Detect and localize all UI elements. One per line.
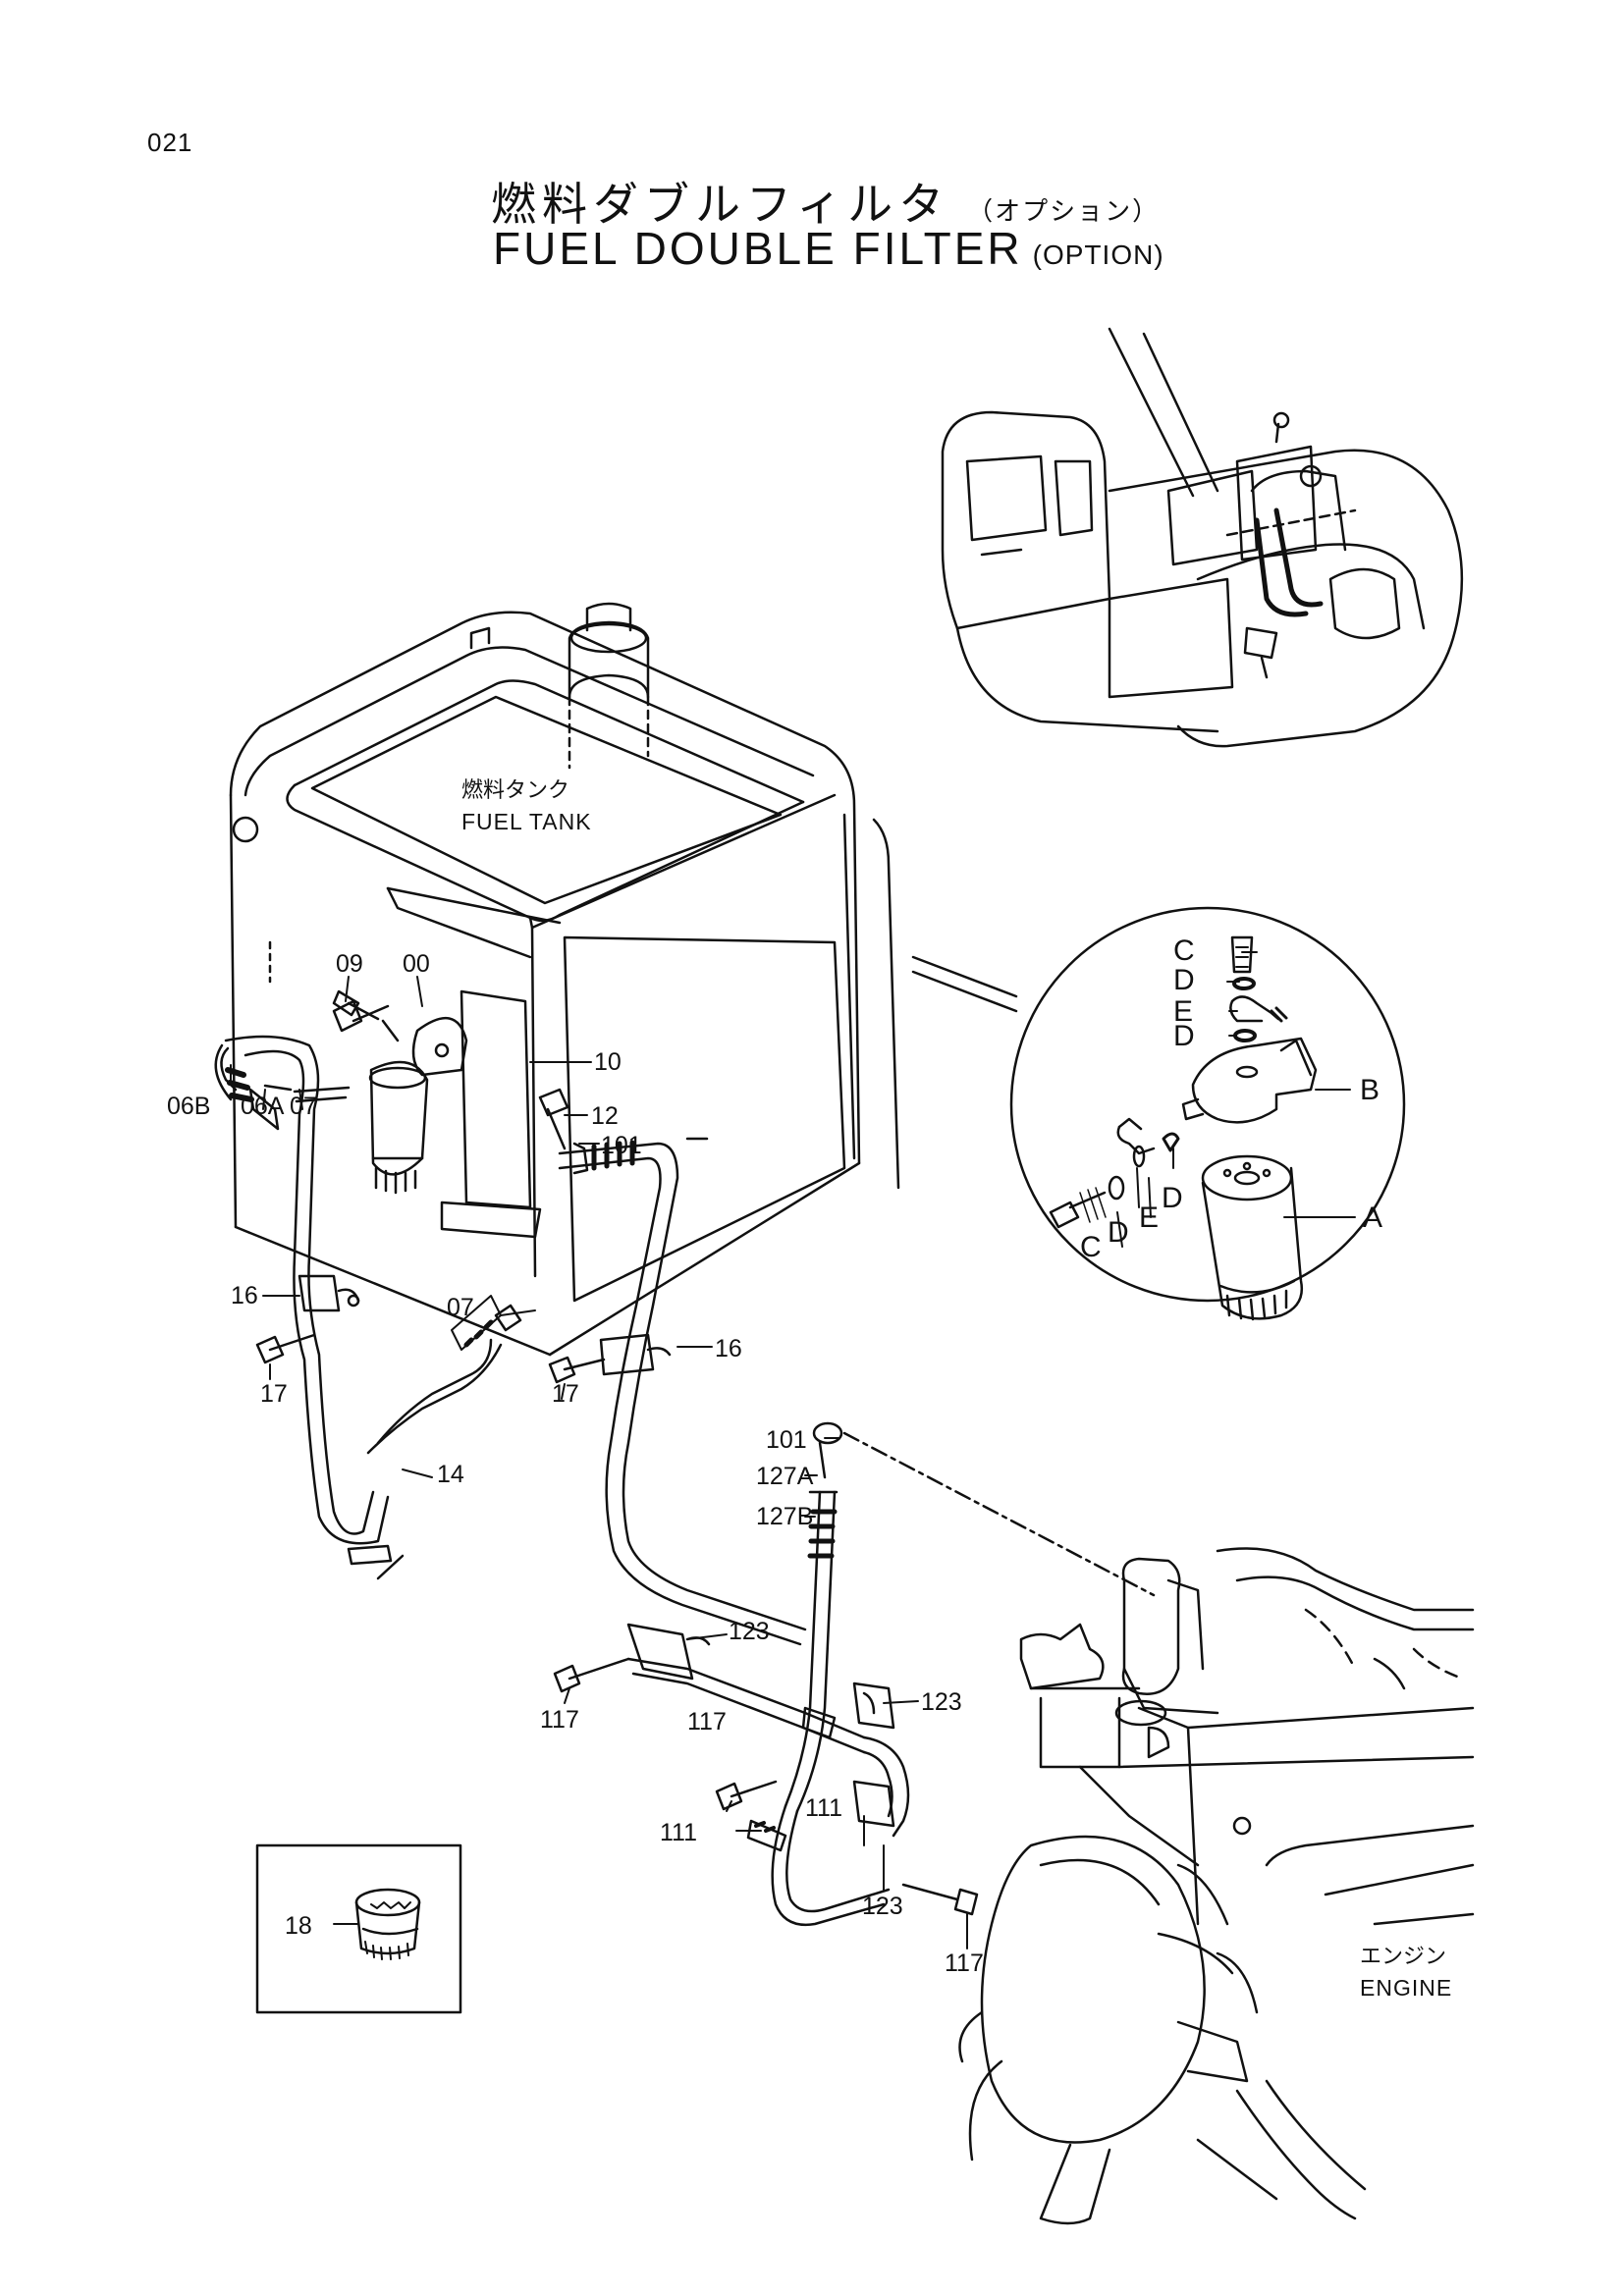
- leader-lines: [230, 951, 1356, 1949]
- detail-callout-line: [911, 955, 1018, 998]
- part-label-117: 117: [540, 1706, 579, 1734]
- part-label-17-right: 17: [552, 1380, 579, 1408]
- part-label-123-lower: 123: [862, 1893, 903, 1920]
- title-en-main: FUEL DOUBLE FILTER: [493, 223, 1023, 274]
- part-label-18: 18: [285, 1912, 312, 1940]
- detail-callout-line-2: [911, 970, 1018, 1013]
- clamps: [298, 1274, 895, 1852]
- page-title: FUEL DOUBLE FILTER (OPTION): [493, 222, 1164, 275]
- detail-label-b: B: [1360, 1074, 1380, 1106]
- title-jp-option: （オプション）: [967, 197, 1161, 227]
- detail-label-a: A: [1363, 1201, 1382, 1234]
- part-label-06b: 06B: [167, 1093, 210, 1120]
- engine-callout-line: [842, 1431, 1156, 1597]
- fuel-tank-label-jp: 燃料タンク: [461, 778, 569, 803]
- bolts-and-fittings: [255, 999, 979, 1916]
- part-label-101-lower: 101: [766, 1426, 807, 1454]
- filter-detail-circle: [1009, 906, 1406, 1321]
- part-label-14: 14: [437, 1461, 464, 1488]
- detail-label-d-top: D: [1173, 964, 1195, 996]
- machine-overview-illustration: [941, 327, 1464, 748]
- part-label-10: 10: [594, 1048, 622, 1076]
- part-label-17: 17: [260, 1380, 288, 1408]
- part-label-00: 00: [403, 950, 430, 978]
- title-jp-main: 燃料ダブルフィルタ: [491, 178, 950, 231]
- part-label-123-right: 123: [921, 1688, 962, 1716]
- detail-label-e-low: E: [1139, 1201, 1159, 1234]
- part-label-127a: 127A: [756, 1463, 814, 1490]
- detail-label-c-top: C: [1173, 934, 1195, 967]
- filter-assembly: [332, 989, 542, 1239]
- detail-label-e-top: E: [1173, 995, 1193, 1028]
- part-label-111-left: 111: [660, 1819, 697, 1846]
- inset-tool-box: [255, 1843, 462, 2014]
- part-label-117-lower: 117: [945, 1949, 984, 1977]
- detail-label-c-bot: C: [1080, 1231, 1102, 1263]
- part-label-16-right: 16: [715, 1335, 742, 1362]
- part-label-111: 111: [805, 1794, 842, 1822]
- fuel-tank-illustration: [229, 602, 900, 1357]
- part-label-101: 101: [601, 1132, 642, 1159]
- engine-illustration: [958, 1547, 1475, 2225]
- part-label-12: 12: [591, 1102, 619, 1130]
- page-number: 021: [147, 128, 193, 157]
- detail-label-d-low: D: [1162, 1182, 1183, 1214]
- fuel-tank-label: FUEL TANK: [461, 809, 592, 834]
- part-label-07: 07: [290, 1093, 317, 1120]
- detail-label-d-bot: D: [1108, 1216, 1129, 1249]
- part-label-117-mid: 117: [687, 1708, 727, 1735]
- part-label-09: 09: [336, 950, 363, 978]
- title-en-option: (OPTION): [1032, 240, 1164, 270]
- engine-label-jp: エンジン: [1360, 1945, 1446, 1969]
- part-label-123: 123: [729, 1618, 770, 1645]
- part-label-07-lower: 07: [447, 1294, 474, 1321]
- part-label-06a: 06A: [241, 1093, 285, 1120]
- part-label-127b: 127B: [756, 1503, 813, 1530]
- part-label-16: 16: [231, 1282, 258, 1309]
- hose-lines: [214, 1035, 910, 1927]
- engine-label: ENGINE: [1360, 1975, 1452, 2001]
- detail-label-d-mid: D: [1173, 1020, 1195, 1052]
- page-title-japanese: 燃料ダブルフィルタ （オプション）: [491, 169, 1160, 234]
